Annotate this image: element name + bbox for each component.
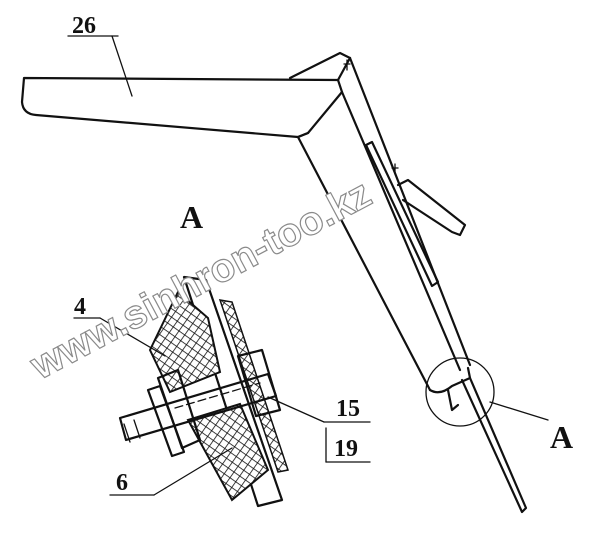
label-6: 6 [116,470,128,496]
side-bracket [396,178,467,237]
label-26: 26 [72,13,96,39]
label-4: 4 [74,294,86,320]
view-a-title: A [180,199,203,235]
leader-lines [67,35,371,496]
plate [296,56,472,412]
detail-circle [425,357,549,427]
label-19: 19 [334,436,358,462]
bracket-26 [20,51,352,139]
label-15: 15 [336,396,360,422]
callout-a-label: A [550,419,573,455]
strip [364,140,440,288]
rod [460,376,528,514]
section-view-a [118,275,289,508]
